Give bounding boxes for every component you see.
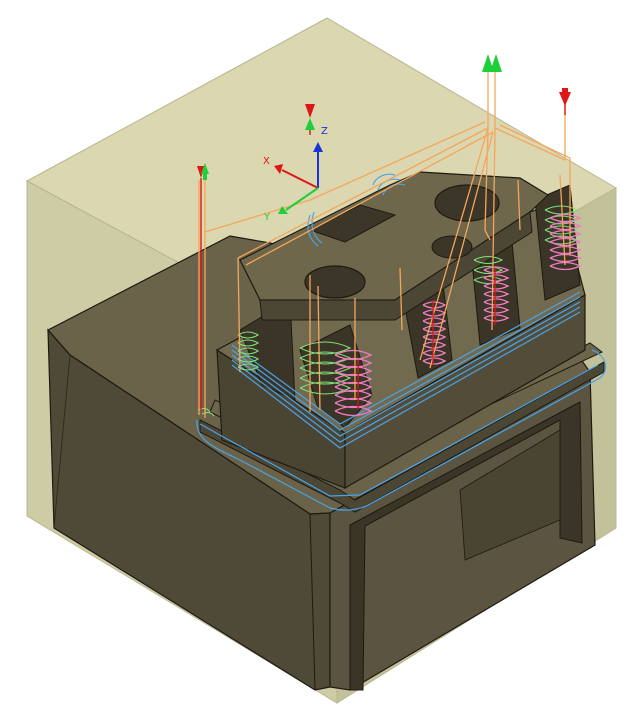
tool-end-arrow-icon[interactable] [482, 54, 502, 72]
triad-top-arrow-icon[interactable] [305, 104, 315, 130]
triad-z-label: Z [321, 126, 328, 137]
hole-front [304, 265, 366, 299]
upper-plate-side [259, 211, 533, 321]
tool-plunge-arrow-icon[interactable] [559, 88, 571, 106]
toolpath-rapids [198, 60, 571, 418]
triad-y-label: Y [263, 212, 271, 223]
triad-x-label: X [263, 156, 270, 167]
triad-icon[interactable]: Z X Y [263, 126, 328, 223]
tool-start-arrow-icon[interactable] [197, 163, 209, 180]
plateau-side [199, 361, 605, 513]
pocket-far-right [534, 184, 581, 301]
base-tunnel [349, 401, 583, 691]
toolpath-pink [334, 213, 582, 417]
hole-back [434, 184, 500, 222]
hole-side [431, 235, 473, 259]
upper-slot-left [308, 204, 397, 243]
base-tunnel-inner [459, 429, 561, 561]
toolpath-contours [196, 173, 607, 511]
plunge-markers [200, 100, 566, 410]
